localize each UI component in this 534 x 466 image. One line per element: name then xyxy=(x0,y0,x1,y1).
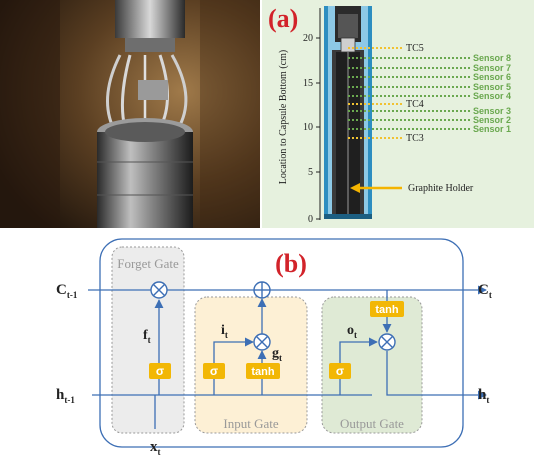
sensor-1-label: Sensor 1 xyxy=(473,124,511,134)
tc4-label: TC4 xyxy=(406,99,424,110)
f-signal-label: ft xyxy=(143,328,151,345)
forget-multiply-op xyxy=(150,281,168,299)
cell-add-op xyxy=(253,281,271,299)
capsule-schematic: Location to Capsule Bottom (cm) 0 5 10 1… xyxy=(278,6,511,225)
input-tanh-label: tanh xyxy=(251,366,275,378)
panel-a-label: (a) xyxy=(268,4,299,33)
g-signal-label: gt xyxy=(272,346,282,363)
capsule-photo xyxy=(0,0,260,228)
sensor-3-label: Sensor 3 xyxy=(473,106,511,116)
capsule-schematic-panel: (a) Location to Capsule Bottom (cm) 0 5 … xyxy=(262,0,534,228)
output-gate-label: Output Gate xyxy=(340,416,404,431)
sensor-2-label: Sensor 2 xyxy=(473,115,511,125)
sensor-5-label: Sensor 5 xyxy=(473,82,511,92)
sensor-lines xyxy=(348,57,470,130)
panel-b-label: (b) xyxy=(275,249,307,278)
input-gate-label: Input Gate xyxy=(223,416,278,431)
input-tanh-block xyxy=(246,363,280,379)
graphite-holder-arrow xyxy=(350,183,402,193)
input-sigma-label: σ xyxy=(210,364,218,378)
forget-sigma-label: σ xyxy=(156,364,164,378)
output-sigma-label: σ xyxy=(336,364,344,378)
graphite-holder-label: Graphite Holder xyxy=(408,183,474,194)
sensor-8-label: Sensor 8 xyxy=(473,53,511,63)
x-input-label: xt xyxy=(150,439,161,457)
sensor-6-label: Sensor 6 xyxy=(473,72,511,82)
input-sigma-block xyxy=(203,363,225,379)
sensor-4-label: Sensor 4 xyxy=(473,91,511,101)
y-tick-20: 20 xyxy=(303,33,313,44)
thermocouple-lines xyxy=(348,47,402,139)
c-out-label: Ct xyxy=(478,282,492,300)
tc5-label: TC5 xyxy=(406,43,424,54)
lstm-cell-diagram: Forget Gate Input Gate Output Gate (b) xyxy=(0,233,534,462)
output-tanh-label: tanh xyxy=(375,304,399,316)
h-prev-label: ht-1 xyxy=(56,387,75,405)
input-multiply-op xyxy=(253,333,271,351)
output-sigma-block xyxy=(329,363,351,379)
operators xyxy=(150,281,396,351)
y-tick-0: 0 xyxy=(308,214,313,225)
sensor-7-label: Sensor 7 xyxy=(473,63,511,73)
forget-gate-label: Forget Gate xyxy=(117,256,179,271)
i-signal-label: it xyxy=(221,323,228,340)
h-out-label: ht xyxy=(478,387,489,405)
y-tick-15: 15 xyxy=(303,78,313,89)
lstm-cell-svg: Forget Gate Input Gate Output Gate (b) xyxy=(56,238,492,457)
capsule-photo-art xyxy=(0,0,260,228)
output-tanh-block xyxy=(370,301,404,317)
y-axis-label: Location to Capsule Bottom (cm) xyxy=(278,50,289,184)
c-prev-label: Ct-1 xyxy=(56,282,78,300)
lstm-cell-border xyxy=(99,238,464,448)
output-gate-region xyxy=(321,296,423,434)
y-tick-5: 5 xyxy=(308,167,313,178)
tc3-label: TC3 xyxy=(406,133,424,144)
o-signal-label: ot xyxy=(347,323,357,340)
forget-sigma-block xyxy=(149,363,171,379)
y-tick-10: 10 xyxy=(303,122,313,133)
output-multiply-op xyxy=(378,333,396,351)
